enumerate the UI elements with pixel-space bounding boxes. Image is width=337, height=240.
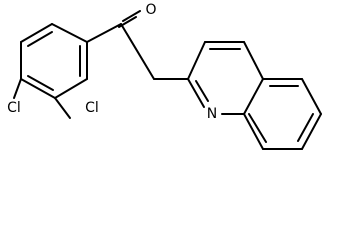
bond-double [27, 75, 54, 91]
chemical-structure-diagram: O Cl Cl N [7, 2, 322, 150]
bond [51, 23, 88, 43]
bond-double [297, 113, 314, 142]
bond-double [248, 113, 267, 143]
bond [243, 78, 264, 115]
oxygen-atom-label: O [145, 2, 156, 18]
dichlorophenyl-ring [20, 23, 88, 99]
bond [86, 23, 122, 43]
bond [120, 23, 155, 80]
structure-svg: O Cl Cl N [7, 2, 322, 150]
bond [187, 78, 205, 108]
bond [13, 78, 22, 99]
quinoline-benzo-ring [243, 78, 322, 150]
bond-double [122, 10, 141, 22]
bond [301, 113, 322, 150]
chlorine-atom-label: Cl [85, 100, 99, 116]
bond [243, 113, 264, 150]
bond [20, 78, 56, 99]
bond [301, 78, 322, 115]
bond [54, 78, 88, 99]
bond-double [27, 31, 53, 47]
bond [243, 41, 264, 80]
bond-double [195, 80, 209, 102]
nitrogen-atom-label: N [207, 106, 217, 122]
bond [187, 41, 206, 80]
chlorine-atom-label: Cl [7, 100, 21, 116]
bond [20, 23, 53, 43]
bond [54, 97, 71, 119]
quinoline-pyridine-ring [187, 41, 264, 115]
